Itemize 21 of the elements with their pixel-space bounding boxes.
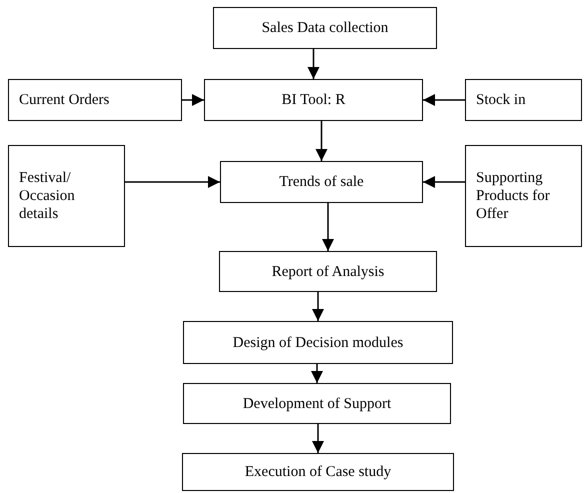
process-box: Sales Data collection <box>213 7 437 49</box>
process-box: Execution of Case study <box>182 453 454 491</box>
arrow <box>312 424 324 453</box>
process-box: Stock in <box>465 79 582 121</box>
process-box: Trends of sale <box>220 161 423 203</box>
arrow <box>312 292 324 321</box>
process-box: Design of Decision modules <box>183 321 453 364</box>
process-box: Report of Analysis <box>219 251 437 292</box>
process-box: Development of Support <box>183 383 451 424</box>
arrow <box>322 203 334 251</box>
arrow <box>423 176 465 188</box>
arrow <box>182 94 204 106</box>
process-box: Supporting Products for Offer <box>465 145 582 247</box>
process-box: Current Orders <box>8 79 182 121</box>
arrow <box>311 364 323 383</box>
process-box: Festival/ Occasion details <box>8 145 125 247</box>
arrow <box>308 49 320 79</box>
process-box: BI Tool: R <box>204 79 423 121</box>
arrow <box>316 121 328 161</box>
arrow <box>125 176 220 188</box>
arrow <box>423 94 465 106</box>
